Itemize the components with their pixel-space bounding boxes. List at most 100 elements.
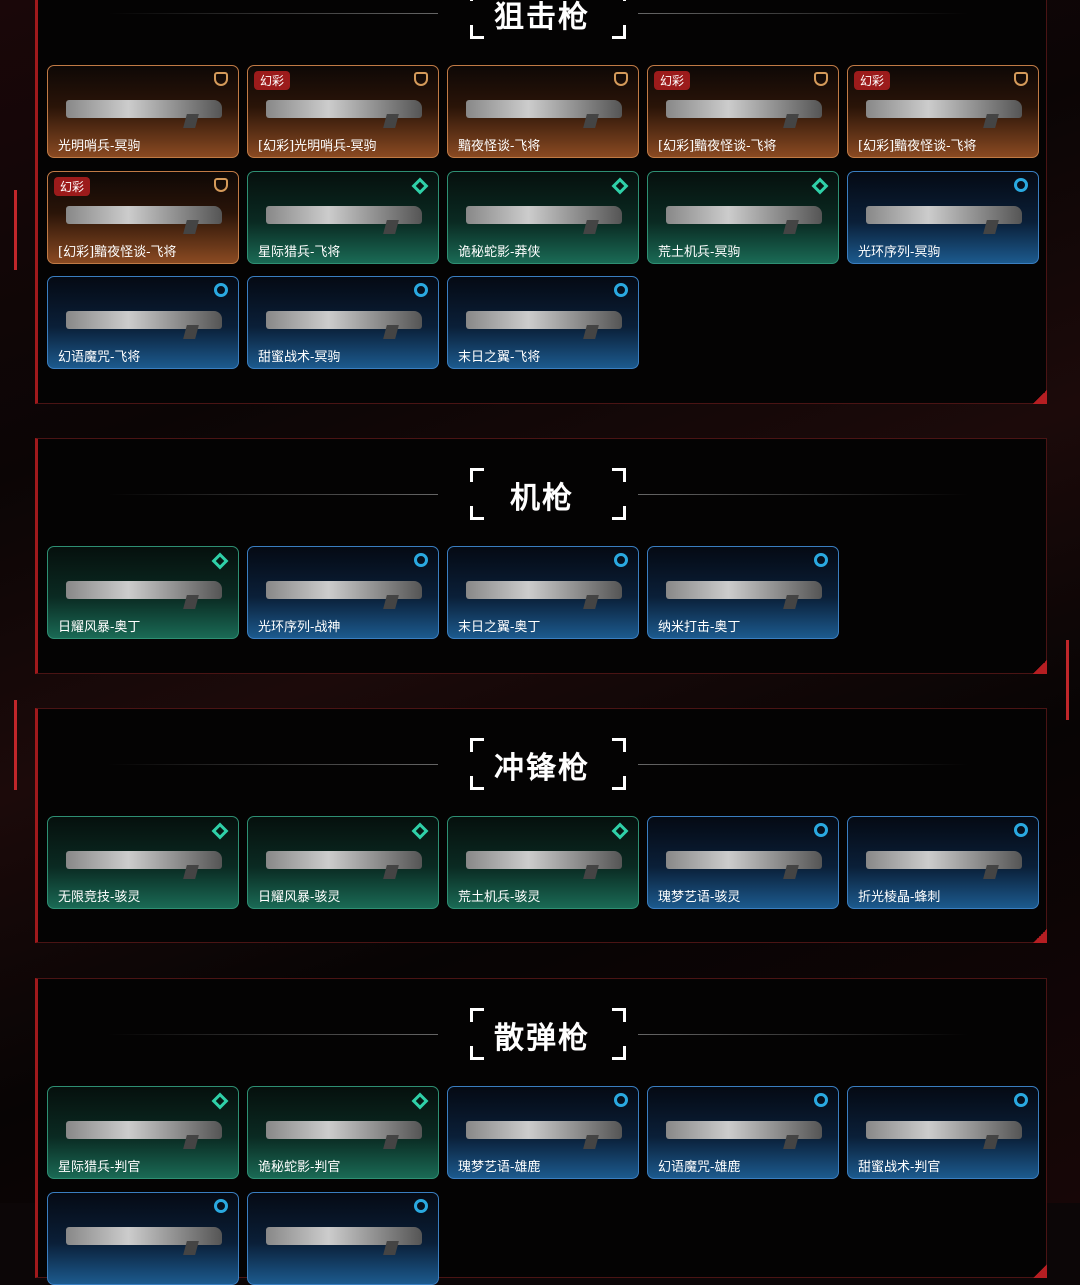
rarity-icon bbox=[614, 553, 628, 567]
skin-card[interactable]: 荒土机兵-骇灵 bbox=[447, 816, 639, 909]
rarity-icon bbox=[411, 822, 429, 840]
prism-badge: 幻彩 bbox=[54, 176, 91, 196]
skin-card[interactable]: 日耀风暴-奥丁 bbox=[47, 546, 239, 639]
weapon-image bbox=[666, 1121, 822, 1139]
skin-card[interactable]: 日耀风暴-骇灵 bbox=[247, 816, 439, 909]
rarity-icon bbox=[814, 553, 828, 567]
skin-name: 瑰梦艺语-骇灵 bbox=[658, 890, 741, 905]
weapon-image bbox=[466, 1121, 622, 1139]
title-divider bbox=[638, 13, 968, 14]
bracket-decoration bbox=[470, 468, 484, 482]
skin-card[interactable]: 光环序列-战神 bbox=[247, 546, 439, 639]
weapon-image bbox=[666, 205, 822, 224]
skin-card[interactable]: 星际猎兵-飞将 bbox=[247, 170, 439, 264]
skin-name: 黯夜怪谈-飞将 bbox=[458, 139, 541, 154]
title-divider bbox=[108, 1034, 438, 1035]
skin-card[interactable]: 幻语魔咒-雄鹿 bbox=[647, 1086, 839, 1179]
title-divider bbox=[638, 764, 968, 765]
skin-name: 折光棱晶-蜂刺 bbox=[858, 890, 941, 905]
skin-name: 光环序列-冥驹 bbox=[858, 244, 941, 260]
rarity-icon bbox=[214, 1198, 228, 1213]
skin-card[interactable]: 折光棱晶-蜂刺 bbox=[847, 816, 1039, 909]
skin-name: 星际猎兵-判官 bbox=[58, 1160, 141, 1175]
skin-card[interactable]: 甜蜜战术-冥驹 bbox=[247, 276, 439, 369]
bracket-decoration bbox=[470, 1046, 484, 1060]
section-title: 散弹枪 bbox=[494, 1021, 590, 1056]
rarity-icon bbox=[211, 1092, 229, 1110]
weapon-image bbox=[266, 581, 422, 599]
title-divider bbox=[108, 494, 438, 495]
rarity-icon bbox=[614, 1093, 628, 1107]
rarity-icon bbox=[814, 1093, 828, 1107]
bracket-decoration bbox=[612, 738, 626, 752]
rarity-icon bbox=[211, 552, 229, 570]
rarity-icon bbox=[614, 72, 628, 86]
weapon-image bbox=[666, 100, 822, 118]
weapon-image bbox=[866, 1121, 1022, 1139]
skin-name: 幻语魔咒-飞将 bbox=[58, 350, 141, 365]
weapon-image bbox=[466, 205, 622, 224]
skin-name: 诡秘蛇影-莽侠 bbox=[458, 244, 541, 260]
bracket-decoration bbox=[470, 25, 484, 39]
skin-name: 末日之翼-奥丁 bbox=[458, 620, 541, 635]
skin-card[interactable]: 光明哨兵-冥驹 bbox=[47, 65, 239, 158]
skin-card[interactable]: 幻彩 [幻彩]黯夜怪谈-飞将 bbox=[47, 170, 239, 264]
skin-card[interactable] bbox=[47, 1191, 239, 1285]
skin-card[interactable]: 星际猎兵-判官 bbox=[47, 1086, 239, 1179]
weapon-image bbox=[266, 100, 422, 118]
skin-card[interactable]: 甜蜜战术-判官 bbox=[847, 1086, 1039, 1179]
skin-card[interactable]: 末日之翼-飞将 bbox=[447, 276, 639, 369]
bracket-decoration bbox=[470, 506, 484, 520]
skin-name: 末日之翼-飞将 bbox=[458, 350, 541, 365]
rarity-icon bbox=[611, 822, 629, 840]
bracket-decoration bbox=[612, 1046, 626, 1060]
skin-card[interactable]: 幻彩 [幻彩]黯夜怪谈-飞将 bbox=[647, 65, 839, 158]
skin-card[interactable]: 幻彩 [幻彩]黯夜怪谈-飞将 bbox=[847, 65, 1039, 158]
skin-card[interactable]: 纳米打击-奥丁 bbox=[647, 546, 839, 639]
skin-card[interactable]: 幻语魔咒-飞将 bbox=[47, 276, 239, 369]
weapon-image bbox=[466, 100, 622, 118]
section-panel: 冲锋枪 无限竞技-骇灵 日耀风暴-骇灵 荒土机兵-骇灵 瑰梦艺语-骇灵 折光棱晶… bbox=[35, 708, 1047, 943]
bracket-decoration bbox=[470, 0, 484, 1]
skin-card[interactable]: 光环序列-冥驹 bbox=[847, 170, 1039, 264]
skin-card[interactable] bbox=[247, 1191, 439, 1285]
skin-card[interactable]: 幻彩 [幻彩]光明哨兵-冥驹 bbox=[247, 65, 439, 158]
rarity-icon bbox=[411, 177, 429, 194]
rarity-icon bbox=[611, 177, 629, 194]
skin-card[interactable]: 无限竞技-骇灵 bbox=[47, 816, 239, 909]
skin-card[interactable]: 荒土机兵-冥驹 bbox=[647, 170, 839, 264]
skin-name: 甜蜜战术-冥驹 bbox=[258, 350, 341, 365]
skin-name: [幻彩]黯夜怪谈-飞将 bbox=[658, 139, 777, 154]
bracket-decoration bbox=[470, 1008, 484, 1022]
skin-card[interactable]: 末日之翼-奥丁 bbox=[447, 546, 639, 639]
rarity-icon bbox=[214, 283, 228, 297]
rarity-icon bbox=[414, 553, 428, 567]
rarity-icon bbox=[414, 72, 428, 86]
bracket-decoration bbox=[470, 776, 484, 790]
rarity-icon bbox=[211, 822, 229, 840]
skin-card[interactable]: 瑰梦艺语-骇灵 bbox=[647, 816, 839, 909]
prism-badge: 幻彩 bbox=[254, 71, 291, 90]
bracket-decoration bbox=[612, 776, 626, 790]
rarity-icon bbox=[214, 177, 228, 192]
bracket-decoration bbox=[612, 0, 626, 1]
section-panel: 机枪 日耀风暴-奥丁 光环序列-战神 末日之翼-奥丁 纳米打击-奥丁 bbox=[35, 438, 1047, 674]
section-title: 机枪 bbox=[510, 481, 574, 516]
weapon-image bbox=[66, 311, 222, 329]
skin-card[interactable]: 诡秘蛇影-莽侠 bbox=[447, 170, 639, 264]
rarity-icon bbox=[1014, 177, 1028, 192]
weapon-image bbox=[266, 205, 422, 224]
rarity-icon bbox=[811, 177, 829, 194]
skin-card[interactable]: 瑰梦艺语-雄鹿 bbox=[447, 1086, 639, 1179]
weapon-image bbox=[66, 205, 222, 224]
section-title: 狙击枪 bbox=[494, 0, 590, 35]
bracket-decoration bbox=[470, 738, 484, 752]
section-panel: 狙击枪 光明哨兵-冥驹 幻彩 [幻彩]光明哨兵-冥驹 黯夜怪谈-飞将 幻彩 [幻… bbox=[35, 0, 1047, 404]
skin-card[interactable]: 诡秘蛇影-判官 bbox=[247, 1086, 439, 1179]
skin-card[interactable]: 黯夜怪谈-飞将 bbox=[447, 65, 639, 158]
skin-name: 日耀风暴-奥丁 bbox=[58, 620, 141, 635]
bracket-decoration bbox=[612, 468, 626, 482]
weapon-image bbox=[466, 311, 622, 329]
rarity-icon bbox=[214, 72, 228, 86]
rarity-icon bbox=[414, 283, 428, 297]
